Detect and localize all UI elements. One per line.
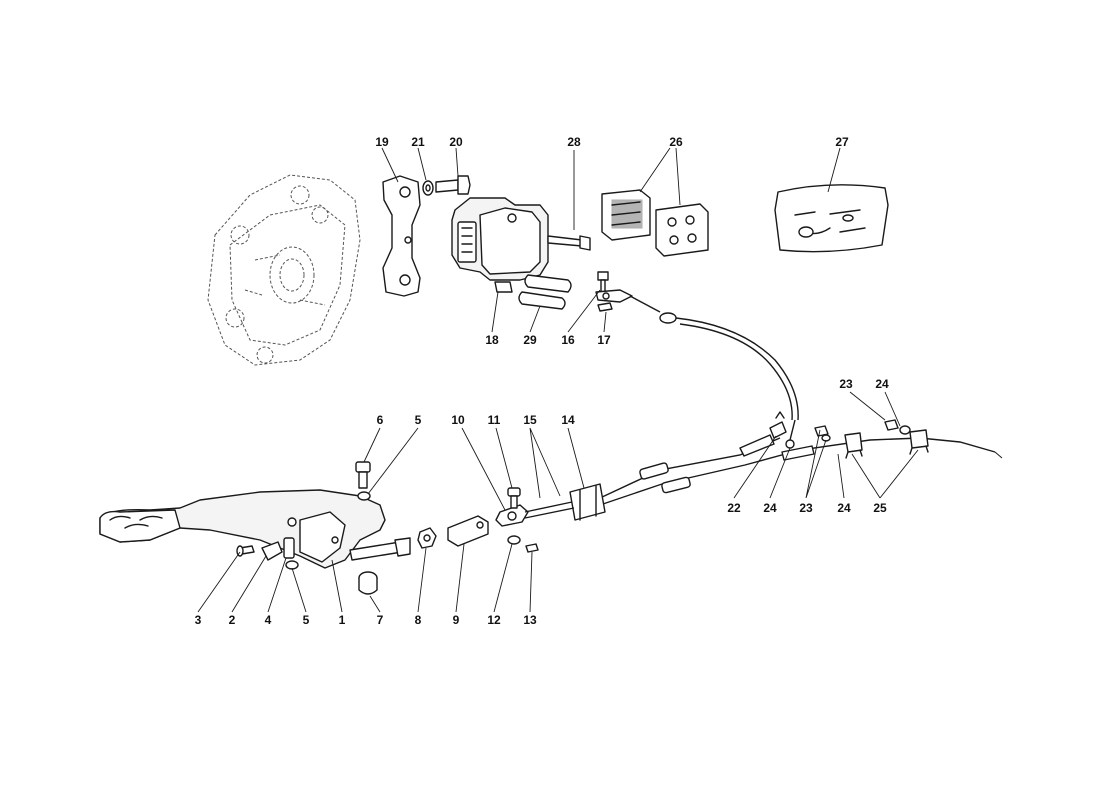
callout-labels: 19 21 20 28 26 27 18 29 16 17 23 24 6 5 … bbox=[195, 135, 889, 627]
pin-29 bbox=[518, 274, 572, 310]
callout-13: 13 bbox=[523, 613, 537, 627]
callout-20: 20 bbox=[449, 135, 463, 149]
washer-5a bbox=[357, 491, 371, 501]
callout-25: 25 bbox=[873, 501, 887, 515]
cable-clamp-22 bbox=[769, 411, 787, 439]
bolt-16 bbox=[597, 271, 609, 293]
callout-4: 4 bbox=[265, 613, 272, 627]
callout-28: 28 bbox=[567, 135, 581, 149]
caliper-bracket bbox=[382, 175, 421, 297]
callout-24-right: 24 bbox=[837, 501, 851, 515]
brake-pad-left bbox=[601, 189, 651, 241]
callout-14: 14 bbox=[561, 413, 575, 427]
brake-cable-lower bbox=[599, 434, 1003, 506]
callout-12: 12 bbox=[487, 613, 501, 627]
callout-17: 17 bbox=[597, 333, 611, 347]
callout-24-mid: 24 bbox=[763, 501, 777, 515]
pin-4 bbox=[283, 537, 295, 559]
washer-12 bbox=[507, 535, 521, 545]
callout-3: 3 bbox=[195, 613, 202, 627]
clip-17 bbox=[597, 302, 613, 312]
callout-18: 18 bbox=[485, 333, 499, 347]
hub-housing-ghost bbox=[207, 174, 361, 366]
callout-15: 15 bbox=[523, 413, 537, 427]
clip-13 bbox=[525, 543, 539, 553]
washer-5b bbox=[285, 560, 299, 570]
handbrake-lever bbox=[99, 489, 411, 569]
washer-24a bbox=[899, 425, 911, 435]
callout-27: 27 bbox=[835, 135, 849, 149]
equalizer-bracket bbox=[569, 483, 606, 521]
brake-caliper bbox=[451, 197, 549, 293]
cable-end-fork bbox=[595, 289, 633, 303]
callout-1: 1 bbox=[339, 613, 346, 627]
callout-19: 19 bbox=[375, 135, 389, 149]
callout-23-top: 23 bbox=[839, 377, 853, 391]
bolt-20 bbox=[435, 175, 471, 195]
callout-6: 6 bbox=[377, 413, 384, 427]
cable-bracket-25a bbox=[844, 432, 863, 459]
callout-26: 26 bbox=[669, 135, 683, 149]
callout-23-mid: 23 bbox=[799, 501, 813, 515]
brake-pad-right bbox=[655, 203, 709, 257]
callout-2: 2 bbox=[229, 613, 236, 627]
callout-5-bottom: 5 bbox=[303, 613, 310, 627]
washer-21 bbox=[422, 180, 434, 196]
callout-21: 21 bbox=[411, 135, 425, 149]
repair-kit-bag bbox=[774, 184, 889, 253]
callout-7: 7 bbox=[377, 613, 384, 627]
callout-16: 16 bbox=[561, 333, 575, 347]
leader-lines bbox=[197, 147, 919, 613]
brake-cable-upper bbox=[629, 295, 799, 441]
callout-22: 22 bbox=[727, 501, 741, 515]
cable-bracket-25b bbox=[909, 429, 929, 455]
screw-3 bbox=[236, 545, 255, 557]
pin-11 bbox=[507, 487, 521, 509]
clevis-9 bbox=[447, 515, 489, 547]
nut-23a bbox=[884, 419, 899, 431]
bolt-28 bbox=[547, 235, 591, 251]
nut-23b bbox=[814, 425, 831, 442]
bush-7 bbox=[358, 571, 378, 595]
callout-5-top: 5 bbox=[415, 413, 422, 427]
nut-8 bbox=[417, 527, 437, 549]
linkage-rod bbox=[495, 501, 575, 527]
callout-8: 8 bbox=[415, 613, 422, 627]
callout-11: 11 bbox=[488, 413, 501, 427]
bolt-6 bbox=[355, 461, 371, 489]
washer-24b bbox=[785, 439, 795, 449]
callout-29: 29 bbox=[523, 333, 537, 347]
callout-10: 10 bbox=[451, 413, 465, 427]
callout-24-top: 24 bbox=[875, 377, 889, 391]
callout-9: 9 bbox=[453, 613, 460, 627]
